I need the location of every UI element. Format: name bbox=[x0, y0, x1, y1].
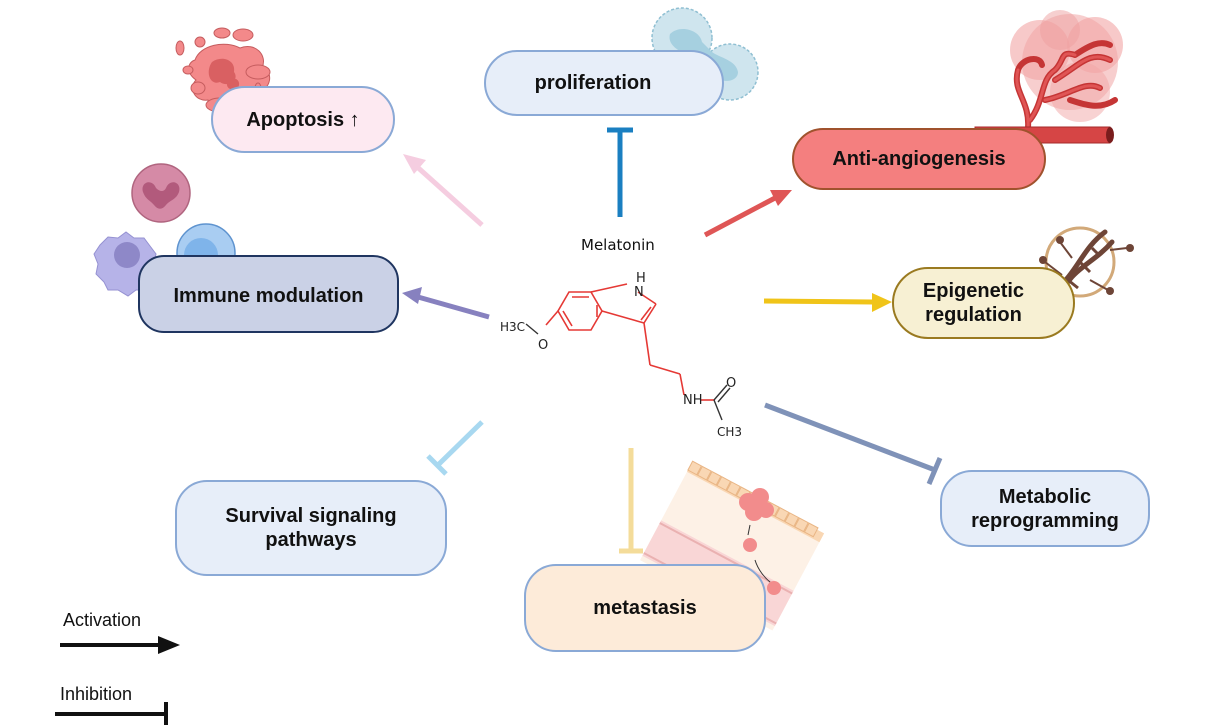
arrow-to-apoptosis bbox=[403, 154, 484, 227]
melatonin-title: Melatonin bbox=[581, 236, 655, 254]
arrow-to-epigenetic-regulation bbox=[763, 293, 892, 312]
atom-oxygen-ether: O bbox=[538, 338, 548, 353]
node-survival-signaling-label-line1: Survival signaling bbox=[225, 505, 397, 527]
inhibitor-to-proliferation bbox=[607, 127, 633, 217]
node-anti-angiogenesis: Anti-angiogenesis bbox=[792, 128, 1046, 190]
node-immune-modulation-label: Immune modulation bbox=[173, 285, 364, 307]
atom-h: H bbox=[636, 271, 646, 286]
arrow-to-anti-angiogenesis bbox=[703, 190, 792, 238]
melatonin-structure bbox=[545, 283, 714, 401]
inhibitor-to-survival-signaling bbox=[426, 420, 484, 476]
apoptotic-cell-icon bbox=[175, 27, 271, 113]
node-metabolic-reprogramming: Metabolic reprogramming bbox=[940, 470, 1150, 547]
node-epigenetic-regulation-label-line2: regulation bbox=[925, 304, 1022, 326]
node-metabolic-reprogramming-label-line1: Metabolic bbox=[998, 485, 1092, 508]
tumor-cluster-icon bbox=[739, 488, 781, 595]
legend-activation-arrow bbox=[60, 636, 180, 654]
node-metabolic-reprogramming-label-line2: reprogramming bbox=[971, 509, 1119, 532]
atom-methyl-right: CH3 bbox=[717, 425, 742, 439]
tumor-vasculature-icon bbox=[974, 10, 1123, 144]
node-apoptosis-label: Apoptosis ↑ bbox=[246, 108, 360, 131]
node-epigenetic-regulation-label-line1: Epigenetic bbox=[922, 280, 1025, 302]
node-metastasis: metastasis bbox=[524, 564, 766, 652]
arrow-to-immune-modulation bbox=[402, 287, 490, 320]
inhibitor-to-metastasis bbox=[619, 448, 643, 554]
node-immune-modulation: Immune modulation bbox=[138, 255, 399, 333]
melatonin-structure-dark bbox=[525, 323, 731, 421]
node-survival-signaling: Survival signaling pathways bbox=[175, 480, 447, 576]
node-proliferation: proliferation bbox=[484, 50, 724, 116]
inhibitor-to-metabolic-reprogramming bbox=[764, 402, 943, 485]
node-proliferation-label: proliferation bbox=[534, 72, 652, 94]
node-survival-signaling-label-line2: pathways bbox=[265, 529, 357, 551]
legend-inhibition-label: Inhibition bbox=[60, 684, 133, 704]
atom-n: N bbox=[634, 285, 644, 300]
node-anti-angiogenesis-label: Anti-angiogenesis bbox=[832, 148, 1006, 170]
atom-carbonyl-o: O bbox=[726, 376, 736, 391]
atom-methyl-left: H3C bbox=[500, 320, 525, 334]
legend-inhibition-bar bbox=[55, 702, 168, 725]
node-epigenetic-regulation: Epigenetic regulation bbox=[892, 267, 1075, 339]
node-apoptosis: Apoptosis ↑ bbox=[211, 86, 395, 153]
node-metastasis-label: metastasis bbox=[593, 597, 697, 619]
atom-amide-nh: NH bbox=[683, 393, 703, 408]
legend-activation-label: Activation bbox=[63, 610, 142, 630]
